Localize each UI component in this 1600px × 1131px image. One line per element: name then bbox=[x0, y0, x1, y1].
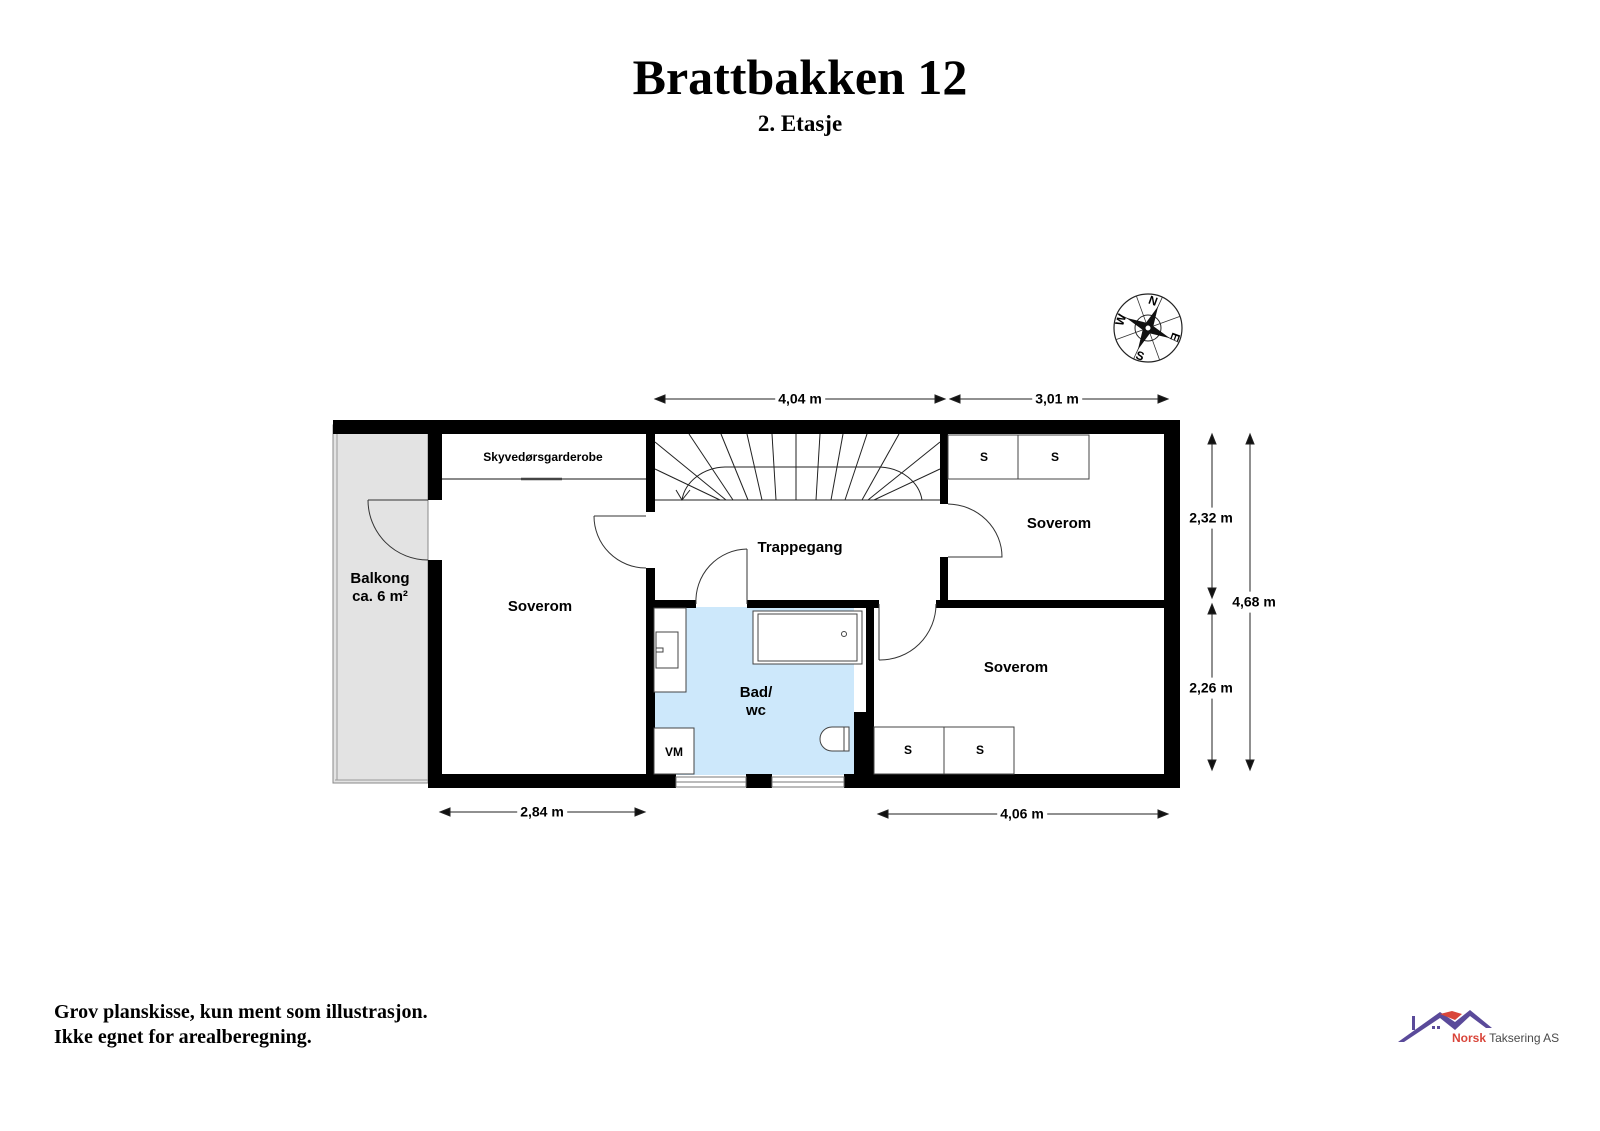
company-logo-text: Norsk Taksering AS bbox=[1452, 1031, 1559, 1045]
dimension-bottom-left: 2,84 m bbox=[517, 803, 567, 821]
walls bbox=[333, 420, 1180, 788]
wardrobe-label: Skyvedørsgarderobe bbox=[483, 449, 603, 464]
bathroom-label: Bad/ wc bbox=[740, 684, 773, 720]
dimension-bottom-right: 4,06 m bbox=[997, 805, 1047, 823]
closet-label: S bbox=[903, 742, 913, 757]
balcony-area bbox=[332, 424, 429, 784]
bathroom-name-line1: Bad/ bbox=[739, 684, 773, 701]
closet-label: S bbox=[975, 742, 985, 757]
bathroom-name-line2: wc bbox=[745, 702, 767, 719]
staircase bbox=[654, 433, 941, 501]
bathroom-fixtures bbox=[653, 607, 863, 775]
company-logo-mark bbox=[1398, 1010, 1492, 1042]
dimension-top-right: 3,01 m bbox=[1032, 390, 1082, 408]
bedroom-left-label: Soverom bbox=[507, 598, 573, 615]
plan-title: Brattbakken 12 bbox=[632, 49, 968, 105]
bedroom-top-right-label: Soverom bbox=[1026, 515, 1092, 532]
dimension-right-upper: 2,32 m bbox=[1189, 507, 1233, 529]
closets bbox=[873, 434, 1090, 775]
dimension-top-center: 4,04 m bbox=[775, 390, 825, 408]
floor-subtitle: 2. Etasje bbox=[757, 111, 843, 136]
bedroom-bottom-right-label: Soverom bbox=[983, 659, 1049, 676]
balcony-area: ca. 6 m² bbox=[352, 588, 408, 605]
dimension-right-lower: 2,26 m bbox=[1189, 677, 1233, 699]
disclaimer-line-2: Ikke egnet for arealberegning. bbox=[54, 1026, 312, 1048]
compass-rose-icon bbox=[1113, 293, 1183, 363]
stair-hall-label: Trappegang bbox=[757, 539, 843, 556]
balcony-name: Balkong bbox=[350, 570, 410, 587]
disclaimer: Grov planskisse, kun ment som illustrasj… bbox=[54, 1000, 428, 1050]
bathroom-windows bbox=[675, 776, 845, 788]
dimension-right-total: 4,68 m bbox=[1232, 591, 1276, 613]
logo-rest: Taksering AS bbox=[1486, 1031, 1560, 1045]
closet-label: S bbox=[1050, 449, 1060, 464]
logo-brand: Norsk bbox=[1452, 1031, 1487, 1045]
disclaimer-line-1: Grov planskisse, kun ment som illustrasj… bbox=[54, 1001, 428, 1023]
washing-machine-label: VM bbox=[665, 744, 683, 759]
balcony-label: Balkong ca. 6 m² bbox=[350, 570, 409, 606]
closet-label: S bbox=[979, 449, 989, 464]
doors bbox=[367, 499, 1003, 661]
